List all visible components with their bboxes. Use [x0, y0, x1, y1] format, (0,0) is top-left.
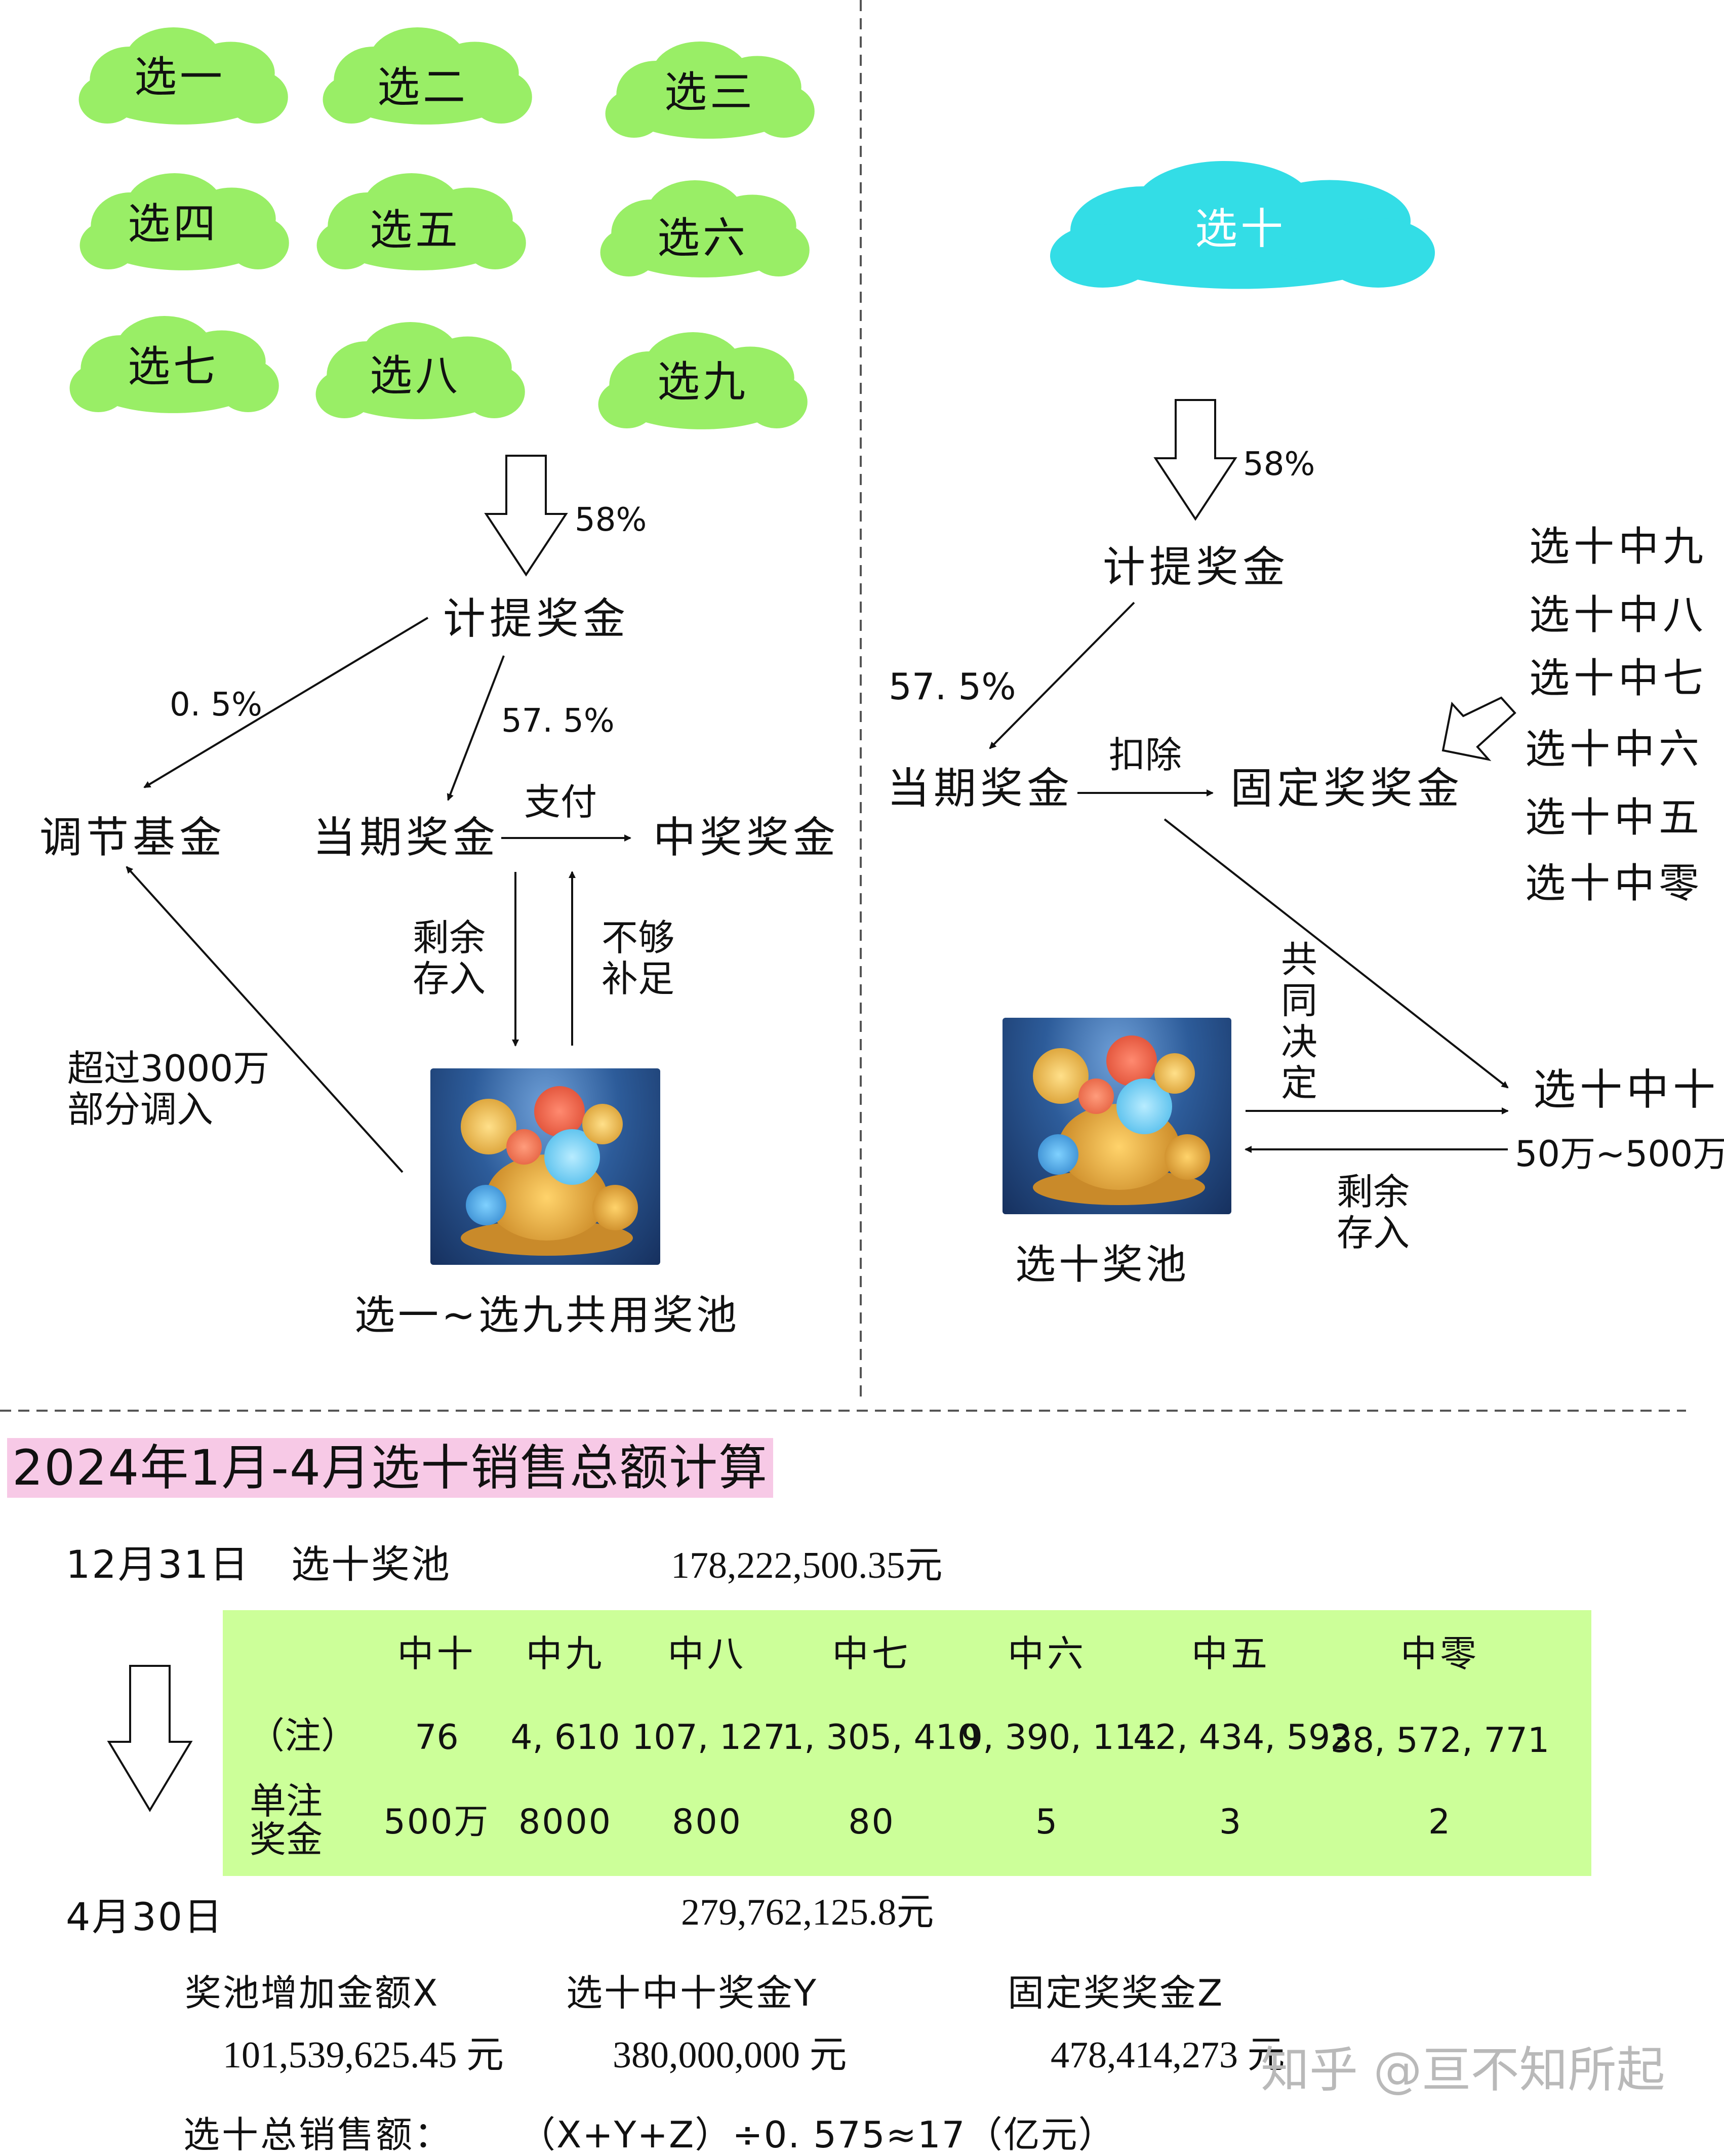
prize-cell-1: 500万	[383, 1802, 490, 1842]
pool-label: 选十奖池	[291, 1542, 451, 1587]
table-header-6: 中五	[1191, 1632, 1270, 1675]
game-label-7: 选七	[128, 342, 219, 391]
fixed-tiers-hollow-arrow	[1441, 696, 1516, 762]
fixed-tier-3: 选十中七	[1529, 655, 1707, 702]
right-joint-label: 共 同 决 定	[1281, 938, 1318, 1105]
watermark: 知乎 @亘不知所起	[1261, 2042, 1665, 2098]
arrow-r-provision-to-current	[989, 602, 1135, 749]
table-header-5: 中六	[1007, 1632, 1087, 1675]
left-provision: 计提奖金	[443, 594, 630, 644]
right-hollow-down-arrow	[1153, 399, 1237, 521]
left-surplus-label: 剩余 存入	[413, 916, 486, 1000]
end-amount: 279,762,125.8元	[681, 1892, 934, 1933]
right-top-tier-range: 50万~500万	[1515, 1133, 1724, 1175]
bets-cell-1: 76	[415, 1718, 459, 1758]
right-current-percent: 57. 5%	[889, 665, 1016, 708]
fixed-tier-5: 选十中五	[1525, 794, 1703, 841]
bets-cell-7: 38, 572, 771	[1330, 1721, 1550, 1761]
table-header-3: 中八	[667, 1632, 747, 1675]
fixed-tier-6: 选十中零	[1525, 860, 1703, 907]
left-insufficient-label: 不够 补足	[602, 916, 675, 1000]
y-value: 380,000,000 元	[613, 2034, 847, 2076]
left-over-label: 超过3000万 部分调入	[67, 1047, 270, 1131]
left-current-prize: 当期奖金	[313, 813, 500, 862]
y-label: 选十中十奖金Y	[566, 1972, 818, 2014]
left-adjust-fund: 调节基金	[39, 813, 226, 862]
prize-cell-5: 5	[1035, 1802, 1059, 1842]
right-current-prize: 当期奖金	[887, 764, 1074, 813]
row-label-bets: （注）	[248, 1714, 358, 1757]
right-pool-caption: 选十奖池	[1015, 1241, 1189, 1288]
right-deduct-label: 扣除	[1109, 734, 1182, 776]
bets-cell-4: 1, 305, 410	[782, 1718, 980, 1758]
bets-cell-6: 42, 434, 592	[1133, 1718, 1352, 1758]
arrow-pool-to-fund	[126, 866, 404, 1173]
left-top-percent: 58%	[575, 501, 647, 539]
left-fund-percent: 0. 5%	[170, 686, 262, 724]
left-pay-label: 支付	[524, 781, 597, 823]
game-label-10: 选十	[1195, 204, 1287, 254]
table-header-2: 中九	[526, 1632, 605, 1675]
prize-cell-2: 8000	[518, 1802, 613, 1842]
fixed-tier-4: 选十中六	[1525, 726, 1703, 773]
end-date: 4月30日	[66, 1894, 224, 1939]
game-label-2: 选二	[377, 62, 469, 112]
prize-cell-6: 3	[1219, 1802, 1243, 1842]
game-label-1: 选一	[134, 52, 226, 102]
z-label: 固定奖奖金Z	[1008, 1972, 1224, 2014]
start-date: 12月31日	[66, 1542, 250, 1587]
bets-cell-2: 4, 610	[510, 1718, 620, 1758]
start-amount: 178,222,500.35元	[671, 1545, 943, 1586]
fixed-tier-1: 选十中九	[1529, 523, 1707, 570]
table-header-7: 中零	[1400, 1632, 1479, 1675]
total-formula: （X+Y+Z）÷0. 575≈17（亿元）	[519, 2113, 1116, 2156]
right-fixed-prize: 固定奖奖金	[1230, 764, 1464, 813]
game-label-9: 选九	[657, 357, 749, 407]
bets-cell-5: 9, 390, 111	[961, 1718, 1158, 1758]
z-value: 478,414,273 元	[1051, 2034, 1285, 2076]
prize-cell-4: 80	[848, 1802, 895, 1842]
right-surplus-label: 剩余 存入	[1337, 1171, 1410, 1254]
x-value: 101,539,625.45 元	[223, 2034, 504, 2076]
fixed-tier-2: 选十中八	[1529, 591, 1707, 638]
game-label-6: 选六	[657, 213, 749, 263]
left-pool-caption: 选一~选九共用奖池	[354, 1292, 740, 1339]
calc-title: 2024年1月-4月选十销售总额计算	[12, 1440, 769, 1496]
left-hollow-down-arrow	[484, 455, 568, 577]
total-label: 选十总销售额：	[183, 2113, 453, 2156]
arrow-provision-to-fund	[143, 617, 429, 788]
prize-cell-3: 800	[672, 1802, 742, 1842]
game-label-3: 选三	[664, 67, 756, 117]
left-current-percent: 57. 5%	[501, 702, 615, 740]
prize-cell-7: 2	[1428, 1802, 1452, 1842]
game-label-4: 选四	[128, 199, 219, 249]
arrow-r-current-to-top	[1164, 818, 1509, 1089]
left-winning-prize: 中奖奖金	[653, 813, 840, 862]
table-hollow-down-arrow	[107, 1665, 193, 1812]
calc-title-highlight: 2024年1月-4月选十销售总额计算	[7, 1438, 774, 1498]
table-header-1: 中十	[397, 1632, 476, 1675]
table-header-4: 中七	[832, 1632, 911, 1675]
right-provision: 计提奖金	[1103, 542, 1290, 592]
row-label-prize: 单注 奖金	[250, 1780, 323, 1861]
bets-cell-3: 107, 127	[632, 1718, 785, 1758]
select-ten-pool-image	[1003, 1018, 1231, 1214]
right-top-percent: 58%	[1243, 446, 1315, 483]
shared-prize-pool-image	[430, 1068, 660, 1265]
arrow-provision-to-current	[447, 655, 505, 801]
x-label: 奖池增加金额X	[185, 1972, 439, 2014]
game-label-8: 选八	[370, 351, 461, 401]
game-label-5: 选五	[370, 205, 461, 255]
right-top-tier: 选十中十	[1533, 1065, 1720, 1114]
winners-table	[223, 1610, 1591, 1876]
